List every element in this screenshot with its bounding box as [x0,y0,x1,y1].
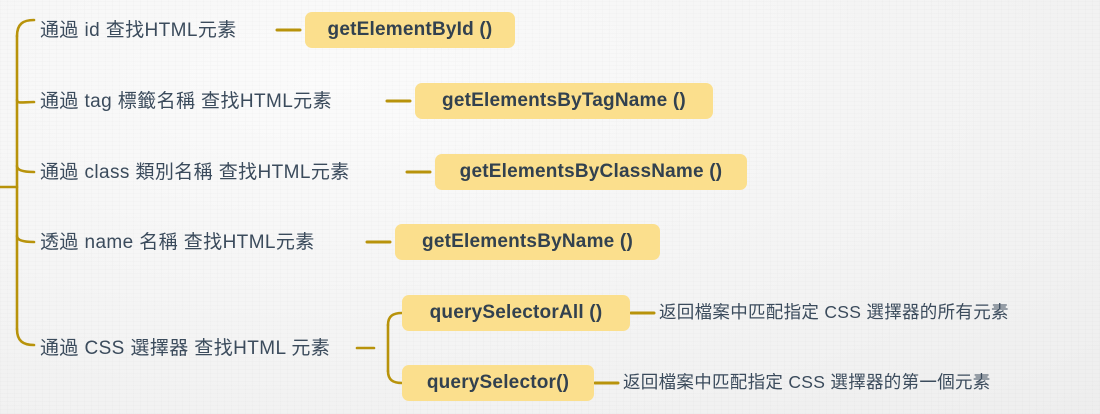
sub-bottom-curve [386,369,404,385]
root-bottom-curve [15,327,36,347]
branch-tick-2 [15,98,36,104]
branch-label-name[interactable]: 透過 name 名稱 查找HTML元素 [40,232,315,253]
method-box-queryselectorall[interactable]: querySelectorAll () [402,295,630,331]
sub-top-curve [386,311,404,327]
branch-tick-3 [15,164,36,174]
method-box-getelementsbytagname[interactable]: getElementsByTagName () [415,83,713,119]
root-top-curve [15,18,36,38]
description-queryselectorall: 返回檔案中匹配指定 CSS 選擇器的所有元素 [659,302,1009,322]
description-queryselector: 返回檔案中匹配指定 CSS 選擇器的第一個元素 [623,372,991,392]
branch-label-class[interactable]: 通過 class 類別名稱 查找HTML元素 [40,162,350,183]
method-box-queryselector[interactable]: querySelector() [402,365,594,401]
method-box-getelementsbyclassname[interactable]: getElementsByClassName () [435,154,747,190]
branch-label-css-selector[interactable]: 通過 CSS 選擇器 查找HTML 元素 [40,338,331,359]
branch-tick-4 [15,234,36,244]
method-box-getelementsbyname[interactable]: getElementsByName () [395,224,660,260]
method-box-getelementbyid[interactable]: getElementById () [305,12,515,48]
branch-label-tag[interactable]: 通過 tag 標籤名稱 查找HTML元素 [40,91,332,112]
branch-label-id[interactable]: 通過 id 查找HTML元素 [40,20,237,41]
